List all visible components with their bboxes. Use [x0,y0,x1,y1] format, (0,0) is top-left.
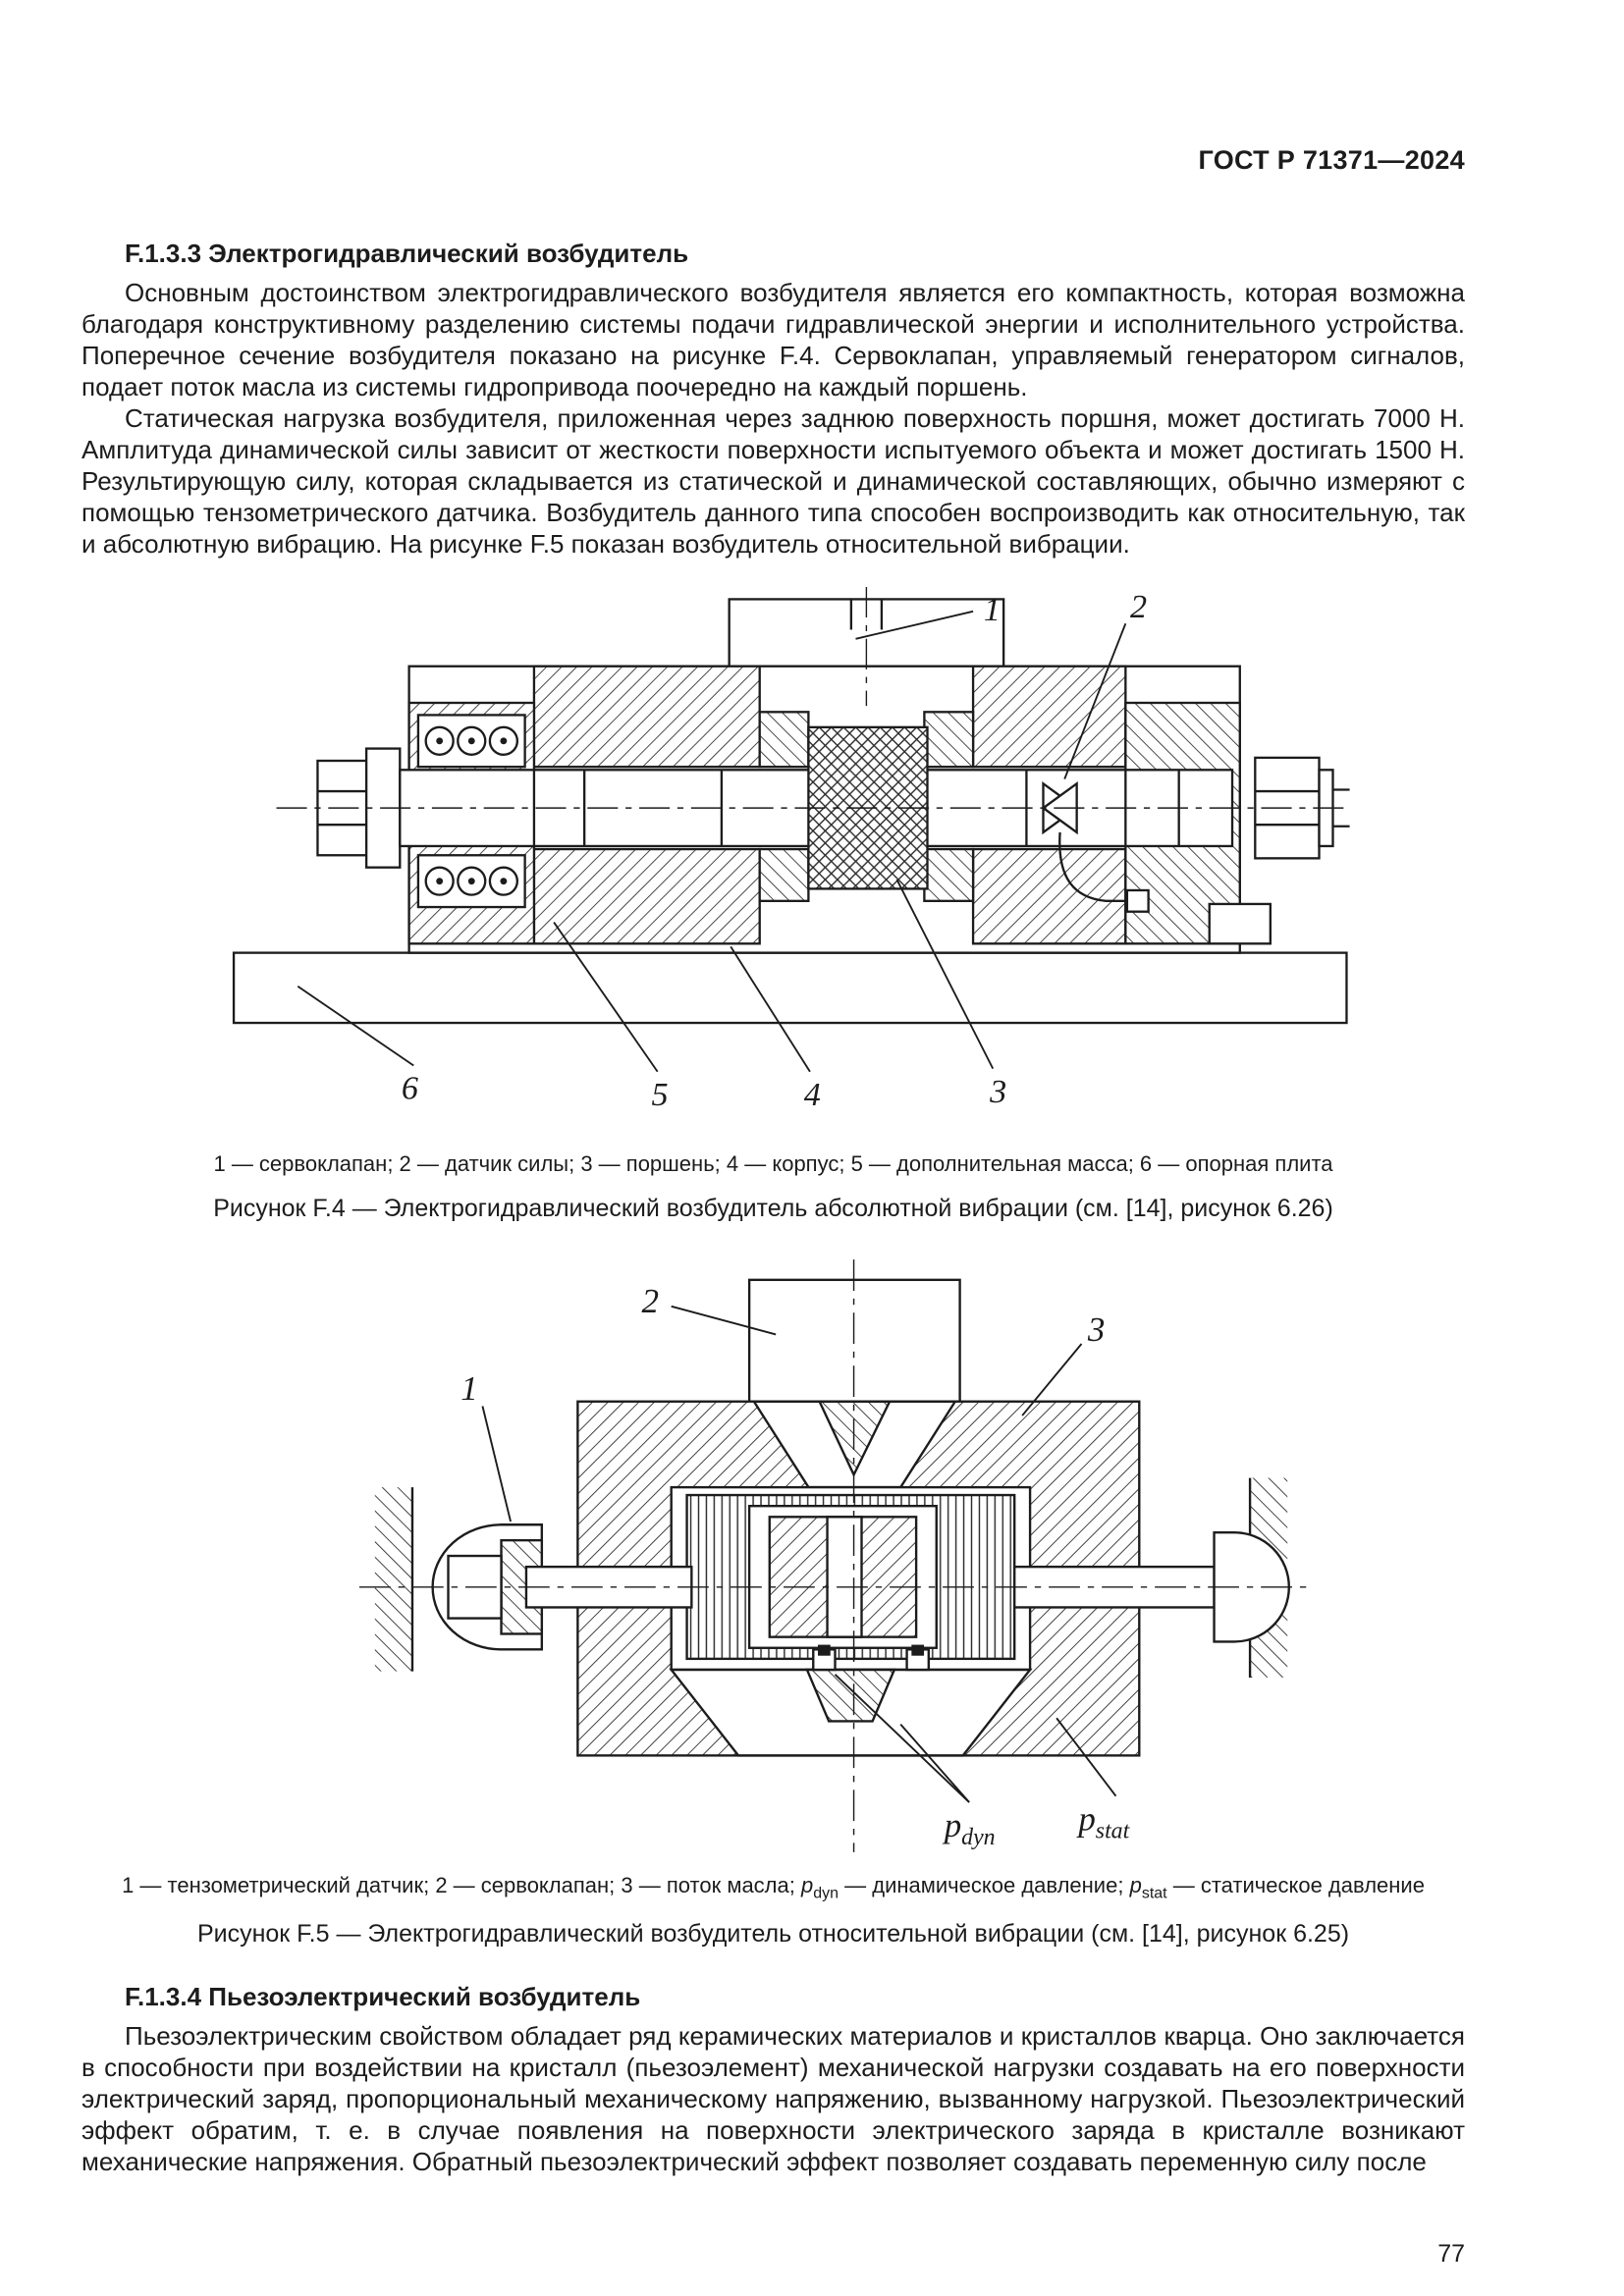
figure-f5-callouts: 1 2 3 pdyn pstat [460,1282,1130,1850]
piston-spool [685,1493,1016,1661]
base-plate [232,951,1348,1025]
servo-valve-block [747,1278,961,1403]
figure-f4-title: Рисунок F.4 — Электрогидравлический возб… [213,1194,1333,1222]
leader-lines [481,1305,1117,1803]
legend-text-part2: — динамическое давление; [839,1872,1130,1897]
callout-2: 2 [1130,589,1147,625]
callout-1: 1 [984,592,1001,628]
callout-3: 3 [1087,1310,1105,1349]
figure-f4: 1 2 3 4 5 6 1 — сервоклапан; 2 — датчик … [81,587,1465,1223]
page-number: 77 [1437,2240,1465,2268]
callout-5: 5 [651,1077,668,1113]
paragraph-f133-1: Основным достоинством электрогидравличес… [81,278,1465,401]
oil-ports [812,1644,931,1672]
callout-2: 2 [642,1282,659,1320]
figure-f5-drawing: 1 2 3 pdyn pstat [358,1259,1312,1852]
leader-lines [297,610,1127,1073]
figure-f4-legend: 1 — сервоклапан; 2 — датчик силы; 3 — по… [213,1150,1333,1176]
figure-f5-drawing-area: 1 2 3 pdyn pstat [352,1256,1465,1857]
legend-p-dyn-sub: dyn [813,1884,839,1901]
callout-3: 3 [989,1074,1006,1110]
legend-p-dyn-symbol: p [800,1872,814,1897]
figure-f4-drawing-area: 1 2 3 4 5 6 [203,587,1465,1136]
figure-f5-legend: 1 — тензометрический датчик; 2 — сервокл… [81,1873,1465,1902]
legend-text-part1: 1 — тензометрический датчик; 2 — сервокл… [122,1872,801,1897]
label-p-dyn: pdyn [942,1806,996,1850]
paragraph-f134-1: Пьезоэлектрическим свойством обладает ря… [81,2020,1465,2176]
callout-4: 4 [804,1077,821,1113]
figure-f5: 1 2 3 pdyn pstat 1 — тензометрический да… [81,1256,1465,1949]
section-heading-f133: F.1.3.3 Электрогидравлический возбудител… [125,239,689,268]
legend-p-stat-symbol: p [1129,1872,1142,1897]
standard-number-header: ГОСТ Р 71371—2024 [1198,145,1465,175]
label-p-stat: pstat [1075,1800,1130,1844]
legend-p-stat-sub: stat [1141,1884,1167,1901]
figure-f4-callouts: 1 2 3 4 5 6 [402,589,1147,1113]
centerlines [276,587,1350,809]
legend-text-part3: — статическое давление [1166,1872,1425,1897]
left-abutment-wall [374,1487,414,1672]
callout-6: 6 [402,1071,418,1107]
figure-f5-title: Рисунок F.5 — Электрогидравлический возб… [196,1919,1350,1948]
callout-1: 1 [460,1369,477,1408]
figure-f4-drawing: 1 2 3 4 5 6 [232,587,1350,1113]
paragraph-f133-2: Статическая нагрузка возбудителя, прилож… [81,403,1465,559]
section-heading-f134: F.1.3.4 Пьезоэлектрический возбудитель [125,1981,641,2011]
